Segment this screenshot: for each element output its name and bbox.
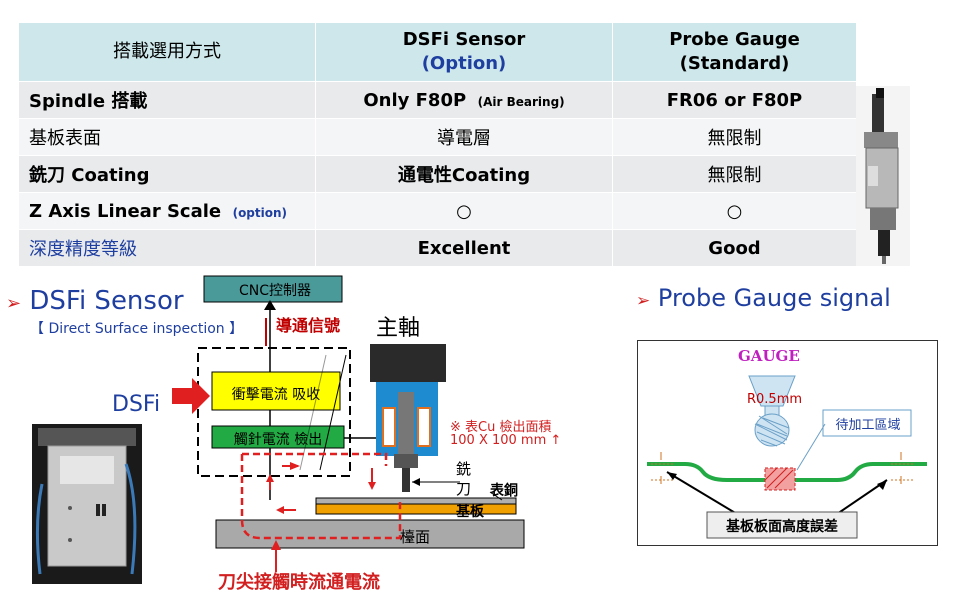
height-diff-label: 基板板面高度誤差 (726, 519, 838, 535)
row-label: Spindle 搭載 (18, 81, 316, 119)
signal-label: 導通信號 (276, 316, 341, 335)
header-mode: 搭載選用方式 (18, 22, 316, 82)
dsfi-label: DSFi (112, 392, 161, 417)
probe-diagram (637, 340, 938, 546)
arrow-marker-icon: ➢ (6, 293, 22, 314)
row-dsfi: Only F80P (Air Bearing) (315, 81, 613, 119)
row-dsfi: 導電層 (315, 118, 613, 156)
machine-table-label: 檯面 (400, 528, 431, 546)
spindle-label: 主軸 (376, 316, 421, 341)
table-row: Spindle 搭載 Only F80P (Air Bearing) FR06 … (18, 81, 857, 119)
surface-cu-label: 表銅 (490, 483, 518, 499)
row-probe: 無限制 (612, 118, 857, 156)
dsfi-title-text: DSFi Sensor (29, 286, 184, 316)
row-probe: 無限制 (612, 155, 857, 193)
cnc-controller-box (203, 275, 343, 303)
gauge-body (748, 375, 796, 407)
header-dsfi-title: DSFi Sensor (402, 29, 526, 50)
machine-table (215, 519, 525, 549)
header-dsfi-option: (Option) (421, 53, 507, 74)
dsfi-subtitle: 【 Direct Surface inspection 】 (30, 321, 244, 337)
gauge-label: GAUGE (738, 347, 800, 365)
row-label: Z Axis Linear Scale (29, 200, 222, 222)
row-dsfi: 通電性Coating (315, 155, 613, 193)
table-row: 基板表面 導電層 無限制 (18, 118, 857, 156)
substrate-layer (315, 503, 517, 515)
row-dsfi: Excellent (315, 229, 613, 267)
cutter-label-1: 銑 (456, 460, 472, 478)
radius-label: R0.5mm (747, 392, 803, 407)
current-caption: 刀尖接觸時流通電流 (218, 572, 380, 593)
table-header-row: 搭載選用方式 DSFi Sensor (Option) Probe Gauge … (18, 22, 857, 82)
dsfi-module-frame (197, 347, 351, 477)
impact-current-label: 衝擊電流 吸收 (231, 387, 321, 403)
dsfi-diagram (172, 275, 525, 572)
cutter-label-2: 刀 (456, 480, 472, 498)
dsfi-value: Only F80P (363, 89, 467, 111)
arrow-marker-icon: ➢ (636, 291, 651, 311)
probe-title-text: Probe Gauge signal (657, 284, 891, 312)
header-probe-title: Probe Gauge (669, 29, 800, 50)
arrow-up-icon (264, 300, 276, 310)
table-row: 銑刀 Coating 通電性Coating 無限制 (18, 155, 857, 193)
header-probe: Probe Gauge (Standard) (612, 22, 857, 82)
row-label: 基板表面 (18, 118, 316, 156)
spindle-head (370, 344, 446, 382)
header-dsfi: DSFi Sensor (Option) (315, 22, 613, 82)
row-label: 銑刀 Coating (18, 155, 316, 193)
row-probe: FR06 or F80P (612, 81, 857, 119)
dsfi-arrow-icon (172, 378, 210, 414)
dsfi-note: (Air Bearing) (477, 94, 565, 109)
probe-gauge-photo (856, 86, 910, 266)
header-probe-standard: (Standard) (679, 53, 790, 74)
substrate-label: 基板 (456, 504, 484, 520)
row-probe: Good (612, 229, 857, 267)
row-label-cell: Z Axis Linear Scale (option) (18, 192, 316, 230)
row-label-note: (option) (232, 205, 288, 220)
row-label: 深度精度等級 (18, 229, 316, 267)
cu-note-1: ※ 表Cu 檢出面積 (450, 420, 552, 435)
table-row: Z Axis Linear Scale (option) ○ ○ (18, 192, 857, 230)
row-dsfi: ○ (315, 192, 613, 230)
cutter-tool (402, 468, 410, 492)
row-probe: ○ (612, 192, 857, 230)
comparison-table: 搭載選用方式 DSFi Sensor (Option) Probe Gauge … (18, 22, 857, 267)
diff-caption-box (706, 511, 858, 539)
cu-note-2: 100 X 100 mm ↑ (450, 433, 562, 448)
impact-current-block (211, 371, 341, 411)
pending-area-label: 待加工區域 (835, 418, 901, 433)
cnc-label: CNC控制器 (238, 283, 312, 299)
contact-current-label: 觸針電流 檢出 (233, 432, 323, 448)
current-path (240, 454, 402, 540)
table-row: 深度精度等級 Excellent Good (18, 229, 857, 267)
dsfi-section-title: ➢ DSFi Sensor (6, 286, 184, 316)
probe-section-title: ➢ Probe Gauge signal (636, 284, 891, 312)
pending-area (764, 467, 796, 491)
contact-current-block (211, 425, 345, 449)
dsfi-device-photo (32, 424, 142, 584)
